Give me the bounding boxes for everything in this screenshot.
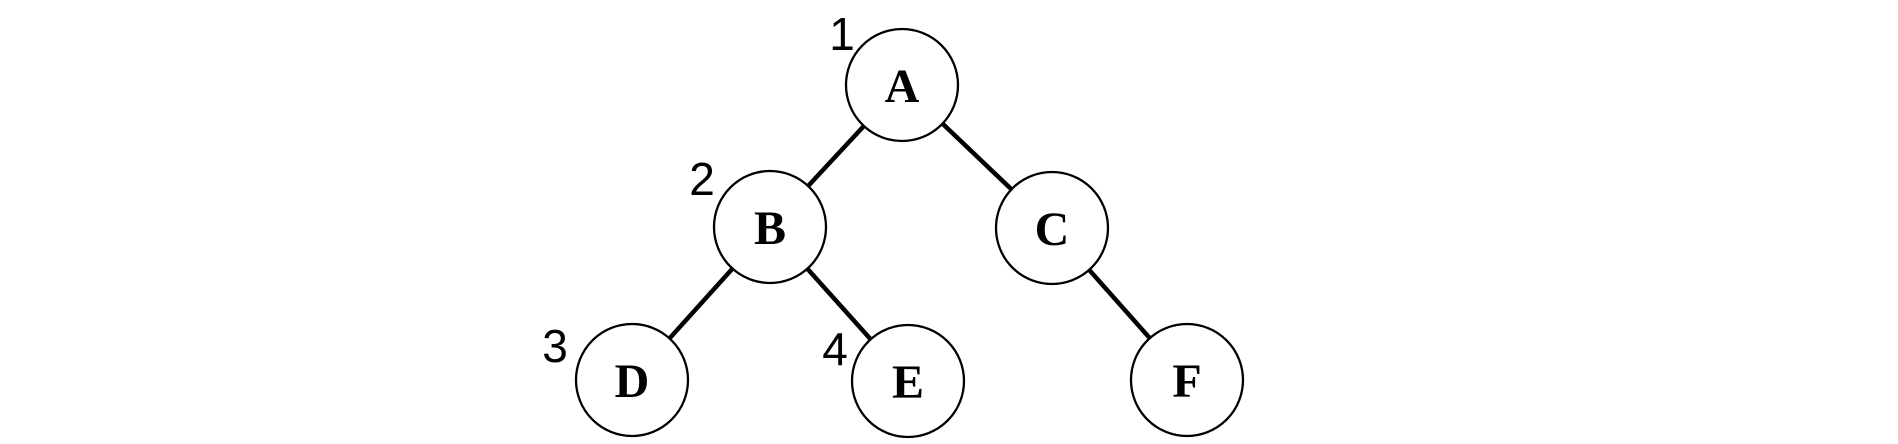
tree-node-f: F: [1129, 322, 1245, 438]
node-circle-e: [850, 323, 966, 439]
node-label-f: F: [1172, 355, 1201, 408]
tree-node-c: C: [994, 170, 1110, 286]
tree-node-d: D3: [542, 320, 690, 438]
visit-order-number-d: 3: [542, 320, 568, 372]
visit-order-number-b: 2: [689, 153, 715, 205]
node-circle-f: [1129, 322, 1245, 438]
visit-order-number-e: 4: [822, 323, 848, 375]
tree-node-e: E4: [822, 323, 966, 439]
node-label-b: B: [754, 202, 786, 255]
tree-node-b: B2: [689, 153, 828, 285]
node-label-e: E: [892, 356, 924, 409]
node-circle-b: [712, 169, 828, 285]
node-label-a: A: [885, 60, 920, 113]
node-label-c: C: [1035, 203, 1070, 256]
node-label-d: D: [615, 355, 650, 408]
node-circle-d: [574, 322, 690, 438]
node-circle-a: [844, 27, 960, 143]
node-circle-c: [994, 170, 1110, 286]
visit-order-number-a: 1: [829, 8, 855, 60]
tree-node-a: A1: [829, 8, 960, 143]
